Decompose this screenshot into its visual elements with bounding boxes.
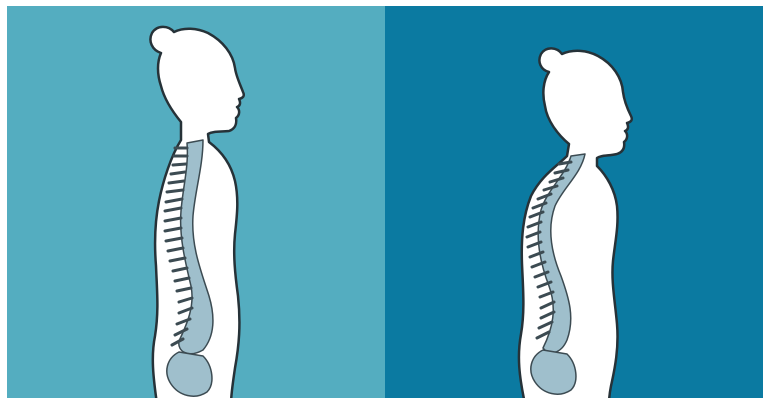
vertebra xyxy=(167,190,183,192)
poor-posture-illustration xyxy=(385,6,763,398)
good-posture-illustration xyxy=(7,6,385,398)
vertebra xyxy=(559,162,571,164)
vertebra xyxy=(169,181,184,183)
illustration-frame xyxy=(7,6,763,398)
poor-posture-panel xyxy=(385,6,763,398)
good-posture-panel xyxy=(7,6,385,398)
vertebra xyxy=(171,172,185,174)
vertebra xyxy=(173,164,186,165)
